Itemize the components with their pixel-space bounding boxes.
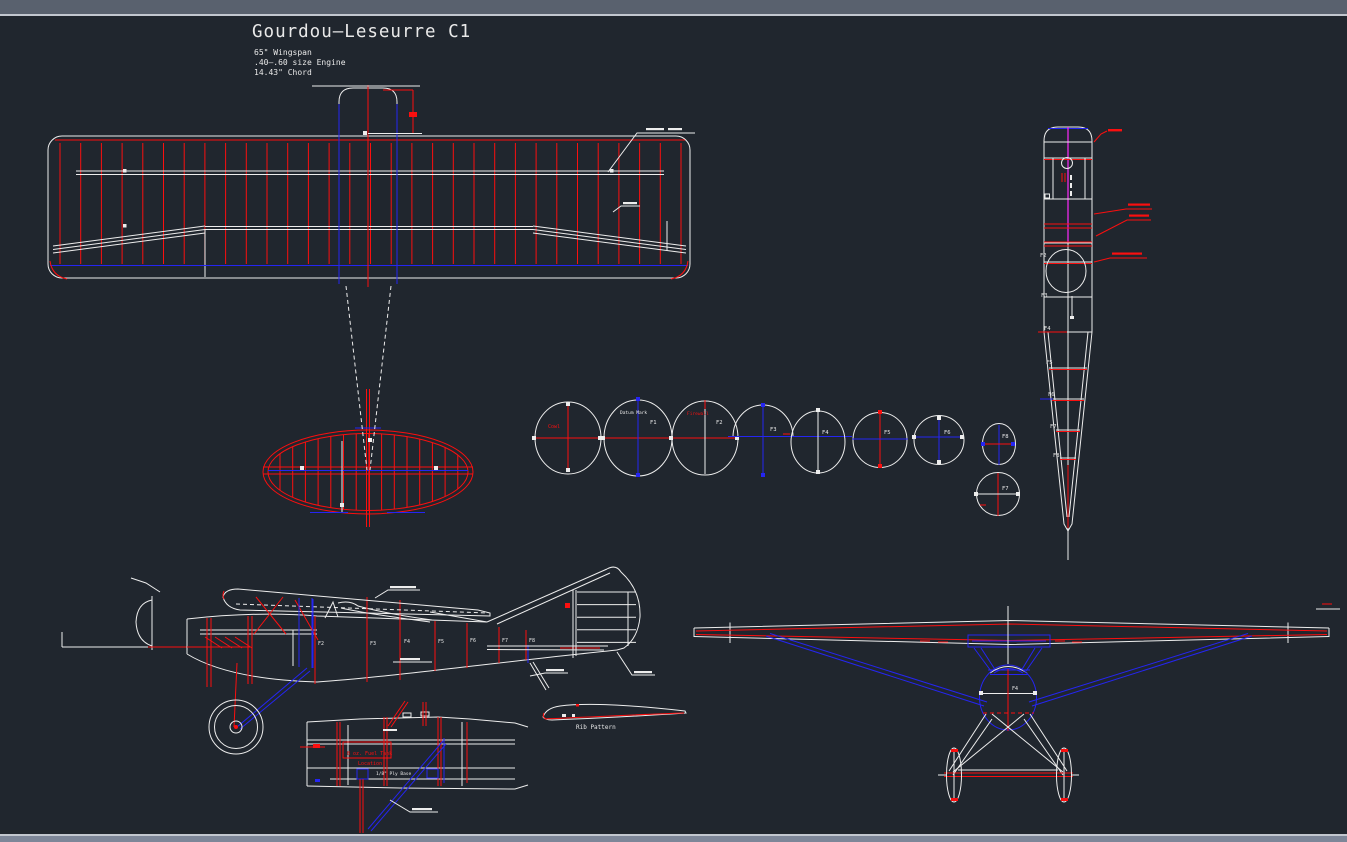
title-block: Gourdou–Leseurre C1 65" Wingspan .40–.60…	[252, 22, 471, 77]
fuel-tank-note-2: Location	[358, 761, 382, 767]
leader-line	[374, 589, 420, 599]
wheel-front-left	[946, 747, 962, 803]
former-f3: F3	[728, 403, 852, 477]
side-label-f4: F4	[404, 639, 410, 645]
annotation-text-mark	[623, 202, 637, 205]
drawing-title: Gourdou–Leseurre C1	[252, 22, 471, 42]
station-label-f7: F7	[1050, 424, 1057, 430]
annotation-text-mark	[646, 128, 664, 131]
former-label-f6: F6	[944, 430, 951, 436]
annotation-text-mark	[383, 729, 397, 731]
former-label-f7: F7	[1002, 486, 1009, 492]
annotation-text-mark	[1070, 175, 1072, 180]
rib-pattern: Rib Pattern	[542, 703, 687, 731]
fin-ribs	[577, 591, 636, 643]
wing-leader-line	[607, 132, 695, 173]
firewall-note: Firewall	[687, 411, 709, 417]
wing-leader-line	[612, 205, 640, 213]
side-label-f7: F7	[502, 638, 508, 644]
wheel-front-right	[1056, 747, 1072, 803]
annotation-text-mark	[1128, 203, 1150, 206]
former-cowl: Cowl	[532, 401, 602, 475]
tailplane-plan-view	[262, 285, 474, 527]
spec-engine: .40–.60 size Engine	[254, 58, 346, 67]
former-f6: F6	[912, 415, 965, 465]
station-label-f4: F4	[1044, 326, 1051, 332]
former-sections-row: Cowl Datum Mark F1 Firewall F2	[532, 397, 1020, 516]
annotation-text-mark	[1108, 129, 1122, 132]
former-f5: F5	[852, 410, 908, 468]
leader-line	[389, 799, 438, 813]
station-label-f5: F5	[1046, 360, 1053, 366]
former-f1: Datum Mark F1	[601, 397, 673, 477]
side-label-f2: F2	[318, 641, 324, 647]
center-section-saddle	[967, 634, 1051, 648]
leader-line	[1093, 257, 1147, 263]
fuel-filler-circle	[1061, 157, 1073, 169]
former-label-f1: F1	[650, 420, 657, 426]
fuel-tank-outline	[342, 741, 392, 759]
annotation-text-mark	[1070, 183, 1072, 188]
front-label-f4: F4	[1012, 686, 1018, 692]
leader-line	[1095, 219, 1151, 237]
rib-pattern-label: Rib Pattern	[576, 724, 616, 731]
former-f8: F8	[981, 423, 1016, 465]
former-label-f5: F5	[884, 430, 891, 436]
station-label-f3: F3	[1041, 293, 1048, 299]
spec-wingspan: 65" Wingspan	[254, 48, 312, 57]
ply-base-note: 1/8" Ply Base	[376, 771, 412, 777]
engine-hatch-marks	[204, 636, 253, 649]
window-bottom-frame	[0, 834, 1347, 842]
annotation-text-mark	[1070, 191, 1072, 196]
side-label-f5: F5	[438, 639, 444, 645]
side-view: F2 F3 F4 F5 F6 F7 F8	[61, 566, 655, 755]
fuselage-top-view: F2 F3 F4 F5 F6 F7 F8	[1038, 126, 1152, 560]
spec-chord: 14.43" Chord	[254, 68, 312, 77]
annotation-text-mark	[412, 808, 432, 811]
mount-block	[426, 768, 439, 779]
fuselage-detail-view: 8 oz. Fuel Tank Location 1/8" Ply Base	[300, 700, 529, 833]
former-f4: F4	[783, 408, 846, 474]
wheel-side	[208, 699, 264, 755]
annotation-text-mark	[400, 658, 420, 661]
side-label-f6: F6	[470, 638, 476, 644]
wing-dash-marks	[920, 640, 1082, 643]
wing-plan-view	[47, 85, 695, 287]
datum-mark-note: Datum Mark	[620, 410, 647, 416]
former-label-f2: F2	[716, 420, 723, 426]
fuel-tank-note-1: 8 oz. Fuel Tank	[347, 751, 392, 757]
former-label-f4: F4	[822, 430, 829, 436]
annotation-text-mark	[1129, 214, 1149, 217]
annotation-text-mark	[390, 586, 416, 589]
wing-ribs	[59, 143, 682, 264]
leader-line	[1093, 130, 1108, 143]
annotation-text-mark	[1112, 252, 1142, 255]
mount-block	[356, 768, 369, 780]
front-view: F4	[693, 603, 1340, 803]
leader-line	[1093, 208, 1152, 215]
leader-line	[616, 651, 655, 676]
station-label-f8: F8	[1053, 453, 1060, 459]
leader-line	[529, 672, 568, 677]
station-label-f2: F2	[1040, 253, 1047, 259]
former-label-f8: F8	[1002, 434, 1009, 440]
tailplane-ribs	[279, 433, 459, 511]
annotation-text-mark	[634, 671, 652, 674]
side-label-f8: F8	[529, 638, 535, 644]
annotation-text-mark	[668, 128, 682, 131]
former-f7: F7	[974, 472, 1020, 516]
annotation-text-mark	[546, 669, 564, 672]
former-label-cowl: Cowl	[548, 424, 560, 430]
former-label-f3: F3	[770, 427, 777, 433]
station-label-f6: F6	[1048, 392, 1055, 398]
side-label-f3: F3	[370, 641, 376, 647]
window-titlebar[interactable]	[0, 0, 1347, 16]
former-f2: Firewall F2	[669, 400, 739, 476]
cockpit-opening	[1045, 249, 1087, 293]
